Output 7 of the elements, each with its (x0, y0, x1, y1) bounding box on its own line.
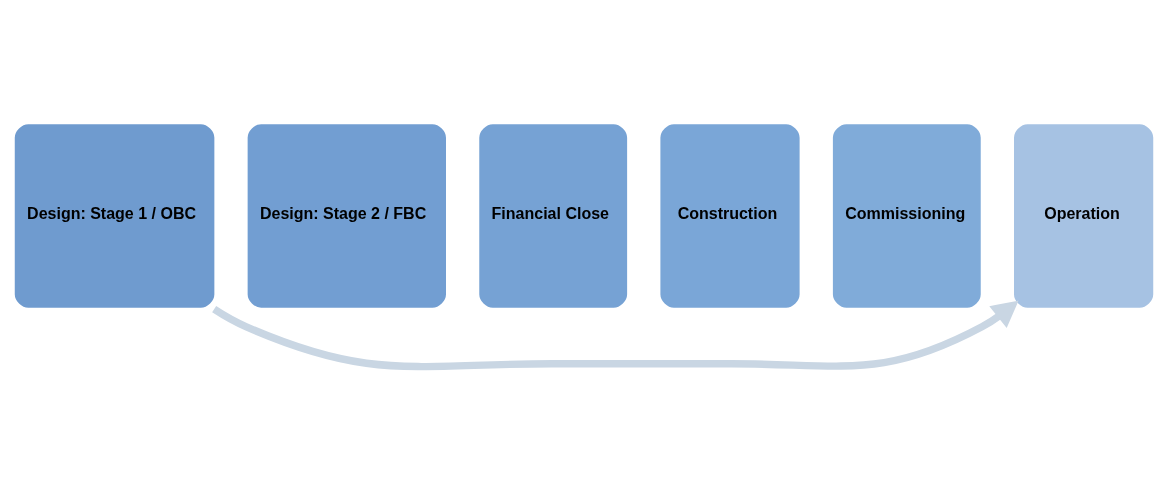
node-box: Design: Stage 1 / OBC (12, 121, 217, 311)
node-box: Financial Close (476, 121, 630, 311)
arrow (212, 300, 1019, 371)
node-box: Commissioning (830, 121, 984, 311)
node-box: Design: Stage 2 / FBC (245, 121, 449, 311)
node-box: Operation (1011, 121, 1156, 311)
node-box: Construction (657, 121, 803, 311)
